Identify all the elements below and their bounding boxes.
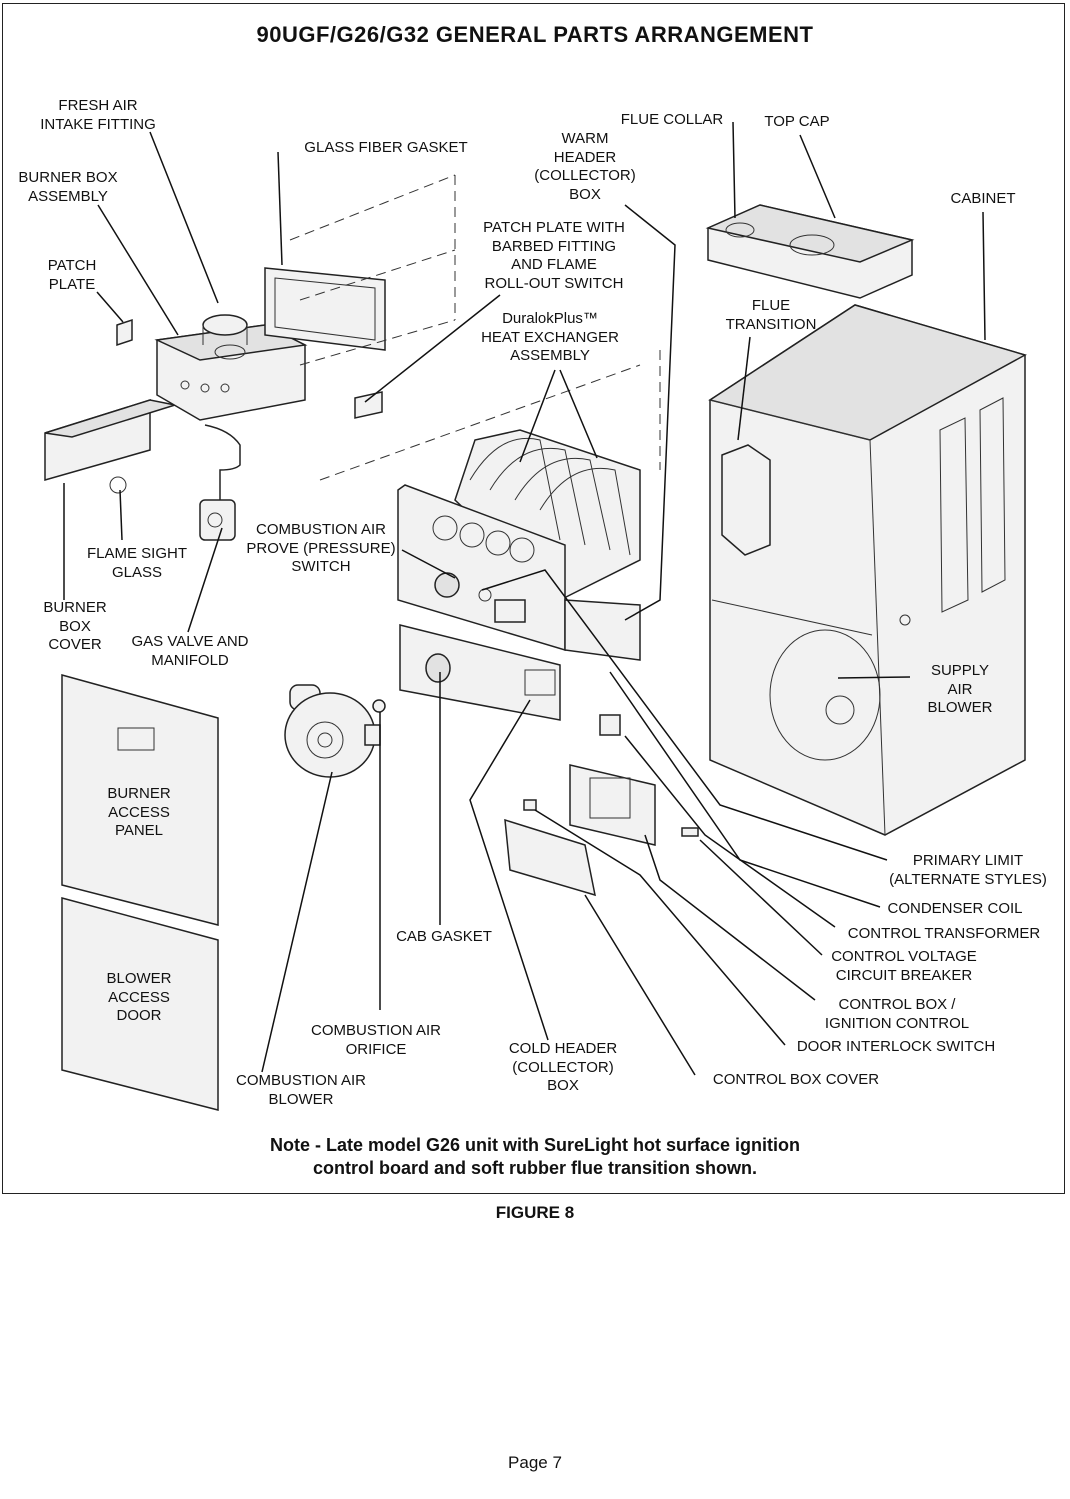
blower-access-door-part (61, 897, 219, 1111)
control-box-cover-part (504, 818, 596, 897)
leader-lines (63, 121, 986, 1076)
label-cab-gasket: CAB GASKET (396, 928, 492, 945)
label-cold-header: COLD HEADER(COLLECTOR)BOX (508, 1040, 618, 1094)
label-door-interlock-switch: DOOR INTERLOCK SWITCH (796, 1038, 996, 1055)
burner-access-panel-part (61, 674, 219, 926)
glass-fiber-gasket-part (264, 267, 386, 351)
vestibule-panel-part (397, 484, 566, 652)
label-control-transformer: CONTROL TRANSFORMER (847, 925, 1041, 942)
label-condenser-coil: CONDENSER COIL (887, 900, 1023, 917)
gas-valve-part (199, 424, 241, 541)
cabinet-part (708, 304, 1027, 836)
burner-box-cover-part (44, 398, 176, 494)
label-top-cap: TOP CAP (764, 113, 830, 130)
control-box-part (523, 714, 699, 846)
page-number: Page 7 (508, 1453, 562, 1472)
combustion-air-blower-part (284, 684, 381, 778)
diagram-title: 90UGF/G26/G32 GENERAL PARTS ARRANGEMENT (256, 22, 814, 47)
label-cabinet: CABINET (950, 190, 1016, 207)
top-cap-part (705, 204, 915, 299)
label-glass-fiber-gasket: GLASS FIBER GASKET (304, 139, 468, 156)
orifice-part (372, 699, 386, 713)
warm-header-part (564, 599, 641, 661)
figure-frame (2, 3, 1065, 1194)
patch-plate-switch-part (354, 391, 383, 419)
label-control-box-ignition: CONTROL BOX /IGNITION CONTROL (824, 996, 970, 1032)
figure-caption: FIGURE 8 (495, 1203, 575, 1222)
patch-plate-part (116, 318, 133, 347)
figure-note: Note - Late model G26 unit with SureLigh… (269, 1135, 800, 1178)
label-primary-limit: PRIMARY LIMIT(ALTERNATE STYLES) (889, 852, 1047, 888)
label-flue-collar: FLUE COLLAR (620, 111, 724, 128)
label-control-box-cover: CONTROL BOX COVER (712, 1071, 880, 1088)
